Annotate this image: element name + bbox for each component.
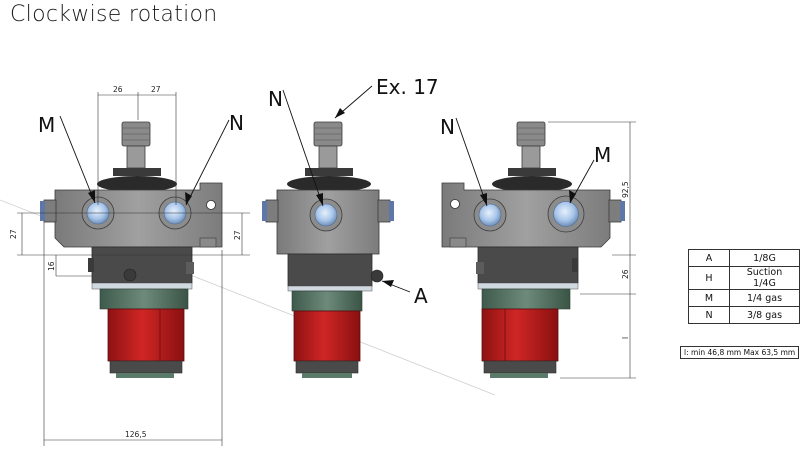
table-value: 1/8G	[729, 249, 800, 267]
label-ex: Ex. 17	[376, 75, 439, 99]
pump-view-middle	[262, 85, 411, 378]
dimension-bottom: 126,5	[125, 430, 147, 439]
table-value: 1/4 gas	[729, 289, 800, 307]
dimension-right-mid: 26	[621, 269, 630, 279]
length-note: l: min 46,8 mm Max 63,5 mm	[680, 346, 800, 359]
dimension-top-right: 27	[151, 85, 161, 94]
table-row: M 1/4 gas	[688, 289, 800, 307]
table-value: Suction 1/4G	[729, 266, 800, 290]
label-port-a: A	[414, 284, 428, 308]
label-port-n-left: N	[229, 111, 244, 135]
table-key: M	[688, 289, 730, 307]
pump-view-left	[17, 92, 250, 446]
label-port-m-right: M	[594, 143, 611, 167]
table-key: H	[688, 266, 730, 290]
table-row: H Suction 1/4G	[688, 266, 800, 290]
label-port-n-middle: N	[268, 87, 283, 111]
label-port-n-right: N	[440, 115, 455, 139]
dimension-right-tall: 92,5	[621, 181, 630, 198]
label-port-m-left: M	[38, 113, 55, 137]
dimension-side-right: 27	[233, 230, 242, 240]
dimension-top-left: 26	[113, 85, 123, 94]
dimension-side-left: 27	[9, 229, 18, 239]
dimension-small: 16	[47, 261, 56, 271]
port-spec-table: A 1/8G H Suction 1/4G M 1/4 gas N 3/8 ga…	[688, 249, 800, 324]
table-key: A	[688, 249, 730, 267]
table-row: A 1/8G	[688, 249, 800, 267]
page-title: Clockwise rotation	[10, 2, 218, 27]
dimension-right-l: l	[621, 337, 630, 339]
table-key: N	[688, 306, 730, 324]
pump-view-right	[441, 117, 636, 379]
table-value: 3/8 gas	[729, 306, 800, 324]
table-row: N 3/8 gas	[688, 306, 800, 324]
